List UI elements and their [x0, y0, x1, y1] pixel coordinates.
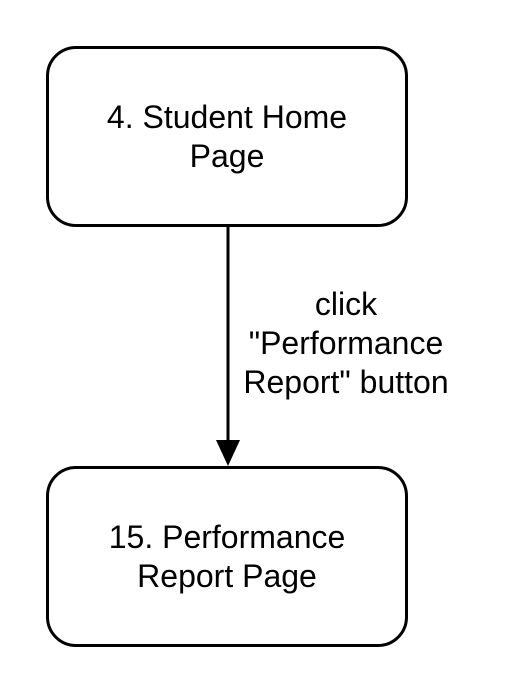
student-home-page-node: 4. Student Home Page: [46, 46, 408, 227]
node-label-student-home-page: 4. Student Home Page: [106, 98, 348, 174]
node-label-performance-report-page: 15. Performance Report Page: [108, 518, 346, 594]
arrowhead-icon: [216, 440, 240, 466]
performance-report-page-node: 15. Performance Report Page: [46, 466, 408, 647]
edge-label-performance-report-button: click "Performance Report" button: [243, 286, 449, 400]
